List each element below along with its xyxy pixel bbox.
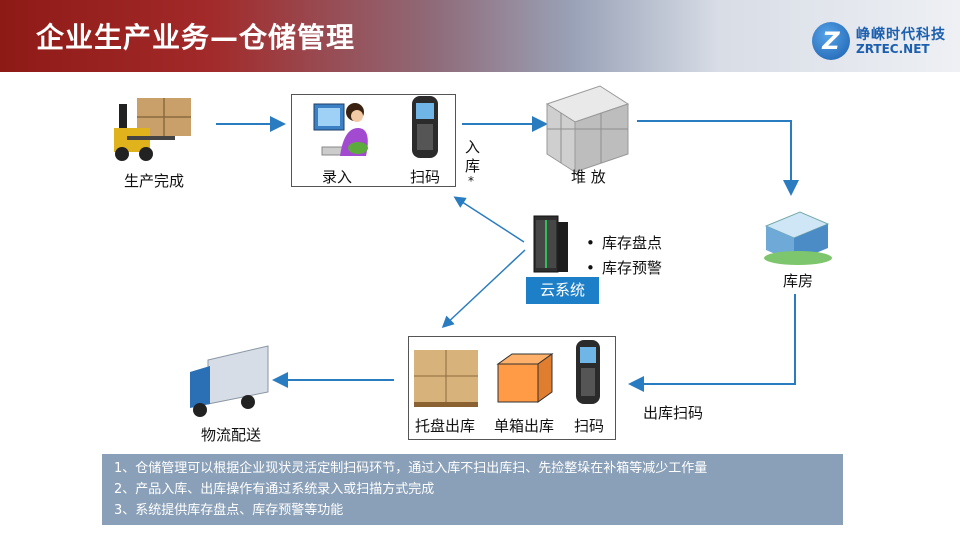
note-line: 1、仓储管理可以根据企业现状灵活定制扫码环节，通过入库不扫出库扫、先捡整垛在补箱… bbox=[114, 461, 708, 476]
entry-label: 录入 bbox=[322, 168, 353, 186]
logo-en-text: ZRTEC.NET bbox=[856, 42, 930, 56]
scan-in-label: 扫码 bbox=[410, 168, 441, 186]
header-bar: 企业生产业务—仓储管理 峥嵘时代科技 ZRTEC.NET bbox=[0, 0, 960, 72]
stack-label: 堆 放 bbox=[571, 168, 606, 186]
notes-panel: 1、仓储管理可以根据企业现状灵活定制扫码环节，通过入库不扫出库扫、先捡整垛在补箱… bbox=[102, 454, 843, 525]
logo-cn-text: 峥嵘时代科技 bbox=[856, 27, 946, 43]
cube-stack-icon bbox=[545, 85, 630, 173]
note-line: 2、产品入库、出库操作有通过系统录入或扫描方式完成 bbox=[114, 482, 435, 497]
page-title: 企业生产业务—仓储管理 bbox=[36, 21, 356, 54]
warehouse-building-icon bbox=[764, 211, 832, 265]
feature-item: •库存盘点 bbox=[586, 234, 663, 252]
note-line: 3、系统提供库存盘点、库存预警等功能 bbox=[114, 503, 344, 518]
delivery-truck-icon bbox=[190, 345, 269, 417]
cloud-feature-list: •库存盘点 •库存预警 bbox=[586, 232, 662, 282]
arrow-stack-to-warehouse bbox=[637, 120, 799, 196]
pallet-boxes-icon bbox=[414, 350, 478, 407]
logo-z-icon bbox=[812, 22, 850, 60]
warehouse-label: 库房 bbox=[783, 272, 814, 290]
logistics-label: 物流配送 bbox=[201, 426, 262, 444]
inbound-char-2: 库 bbox=[465, 157, 481, 175]
inbound-char-1: 入 bbox=[465, 138, 481, 156]
feature-item: •库存预警 bbox=[586, 259, 663, 277]
arrow-warehouse-to-outbound bbox=[628, 294, 796, 392]
forklift-icon bbox=[114, 98, 191, 161]
production-done-label: 生产完成 bbox=[124, 172, 185, 190]
inbound-char-3: * bbox=[468, 174, 474, 188]
arrow-cloud-to-inbound bbox=[453, 196, 525, 243]
box-out-label: 单箱出库 bbox=[494, 417, 555, 435]
outbound-scan-label: 出库扫码 bbox=[643, 404, 704, 422]
single-box-icon bbox=[496, 353, 554, 403]
pallet-out-label: 托盘出库 bbox=[415, 417, 476, 435]
barcode-scanner-icon bbox=[412, 96, 438, 158]
company-logo: 峥嵘时代科技 ZRTEC.NET bbox=[812, 18, 952, 62]
scan-out-label: 扫码 bbox=[574, 417, 605, 435]
barcode-scanner-icon bbox=[576, 340, 600, 404]
computer-user-icon bbox=[313, 103, 368, 156]
arrow-cloud-to-outbound bbox=[441, 249, 526, 329]
cloud-system-tag: 云系统 bbox=[526, 277, 599, 304]
server-icon bbox=[533, 215, 568, 273]
